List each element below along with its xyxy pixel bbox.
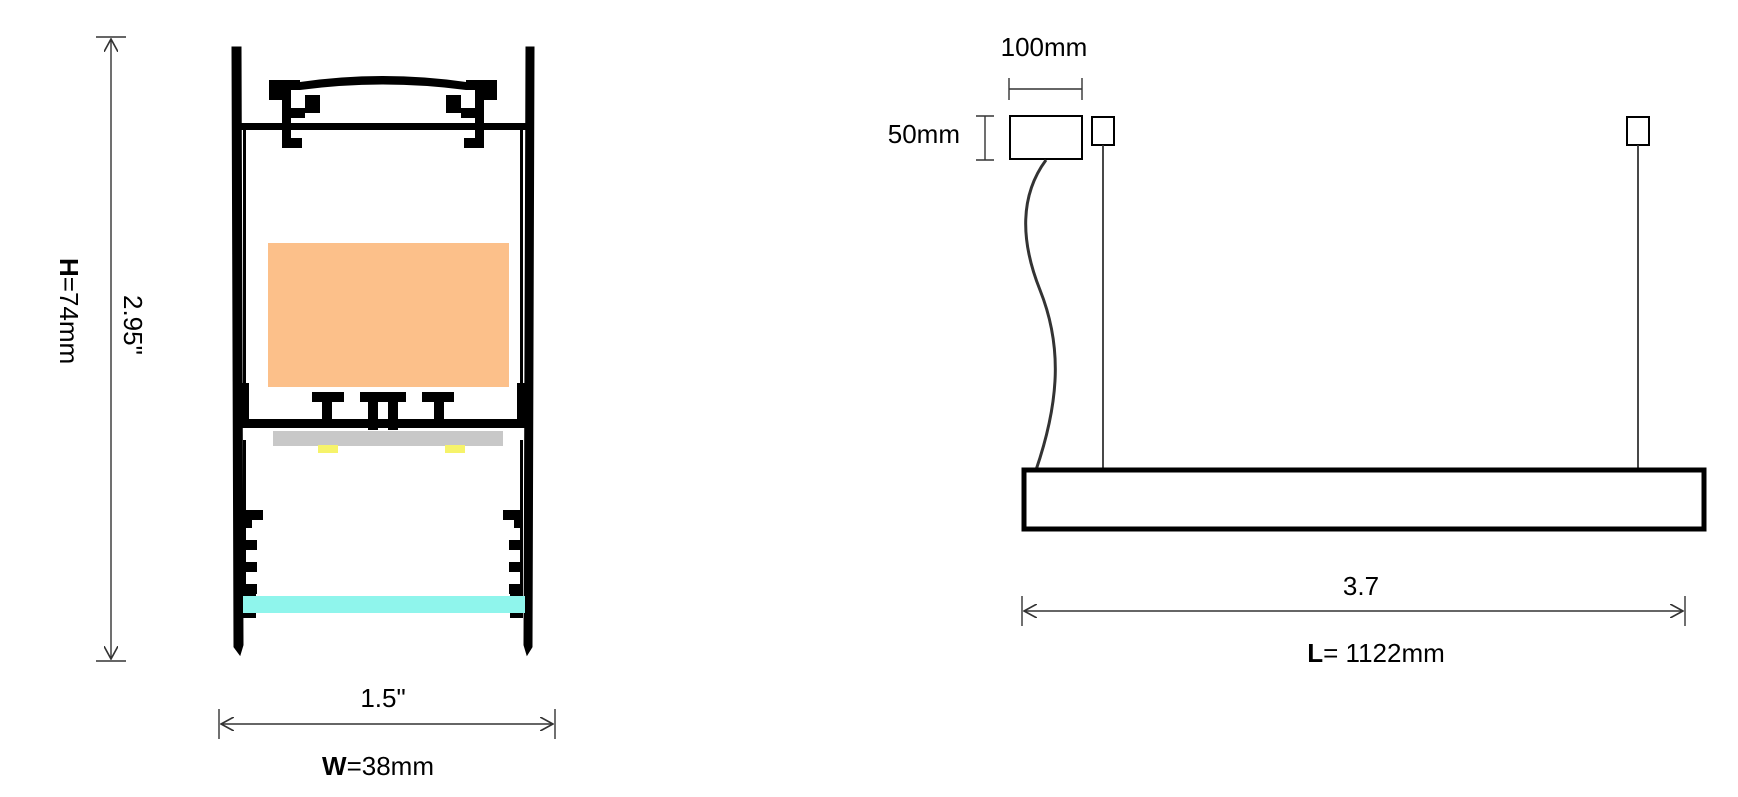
driver-block [268, 243, 509, 387]
power-cord [1024, 159, 1057, 471]
profile-cross-section: H=74mm 2.95" [54, 36, 556, 781]
fixture-body [1021, 467, 1707, 532]
led-chip-left [318, 445, 338, 453]
ceiling-anchor-right [1626, 116, 1650, 146]
length-label: L= 1122mm [1307, 638, 1445, 668]
top-left-hook [269, 80, 305, 148]
driver-canopy [1009, 115, 1083, 160]
diffuser-lens [243, 596, 525, 613]
heatsink-fin-right [422, 392, 454, 419]
top-cap [300, 76, 466, 90]
canopy-width-dimension: 100mm [1001, 32, 1088, 100]
top-right-hook [461, 80, 497, 148]
led-chip-right [445, 445, 465, 453]
top-rail [241, 123, 526, 130]
width-inches-label: 1.5" [360, 683, 405, 713]
left-grooves [243, 510, 263, 594]
led-board [273, 431, 503, 446]
width-label: W=38mm [322, 751, 434, 781]
height-label: H=74mm [54, 258, 84, 364]
canopy-width-label: 100mm [1001, 32, 1088, 62]
length-dimension: 3.7 L= 1122mm [1021, 571, 1686, 668]
led-rail [241, 419, 526, 428]
length-feet-label: 3.7 [1343, 571, 1379, 601]
canopy-height-dimension: 50mm [888, 115, 994, 161]
profile-right-wall [523, 46, 535, 657]
pendant-side-view: 100mm 50mm 3.7 L= 1122 [888, 32, 1707, 668]
height-inches-label: 2.95" [118, 295, 148, 355]
ceiling-anchor-left [1091, 116, 1115, 146]
height-dimension: H=74mm 2.95" [54, 36, 148, 662]
heatsink-fin-left [312, 392, 344, 419]
profile-left-wall [231, 46, 244, 657]
right-grooves [503, 510, 523, 594]
width-dimension: 1.5" W=38mm [218, 683, 556, 781]
aluminum-profile [231, 46, 535, 657]
canopy-height-label: 50mm [888, 119, 960, 149]
heatsink-fin-center [360, 392, 406, 430]
